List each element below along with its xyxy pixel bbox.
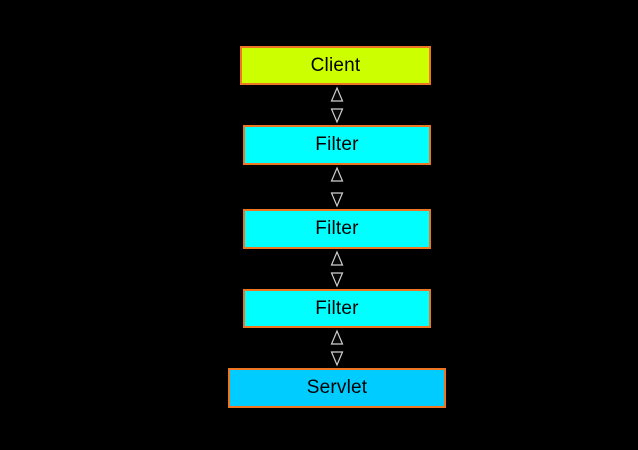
- node-filter-3: Filter: [243, 289, 431, 328]
- node-filter-2-label: Filter: [315, 218, 359, 239]
- node-client-label: Client: [310, 54, 361, 76]
- arrowhead-down-icon: [330, 192, 344, 208]
- node-servlet-label: Servlet: [306, 377, 368, 398]
- arrowhead-down-icon: [330, 351, 344, 367]
- connector-client-filter1: [330, 86, 344, 124]
- connector-filter2-filter3: [330, 250, 344, 288]
- node-filter-2: Filter: [243, 209, 431, 249]
- arrowhead-up-icon: [330, 250, 344, 266]
- arrowhead-up-icon: [330, 329, 344, 345]
- node-servlet: Servlet: [228, 368, 446, 408]
- node-client: Client: [240, 46, 431, 85]
- connector-filter3-servlet: [330, 329, 344, 367]
- node-filter-1-label: Filter: [315, 134, 359, 155]
- arrowhead-down-icon: [330, 108, 344, 124]
- node-filter-3-label: Filter: [315, 297, 359, 319]
- node-filter-1: Filter: [243, 125, 431, 165]
- arrowhead-up-icon: [330, 166, 344, 182]
- arrowhead-down-icon: [330, 272, 344, 288]
- arrowhead-up-icon: [330, 86, 344, 102]
- connector-filter1-filter2: [330, 166, 344, 208]
